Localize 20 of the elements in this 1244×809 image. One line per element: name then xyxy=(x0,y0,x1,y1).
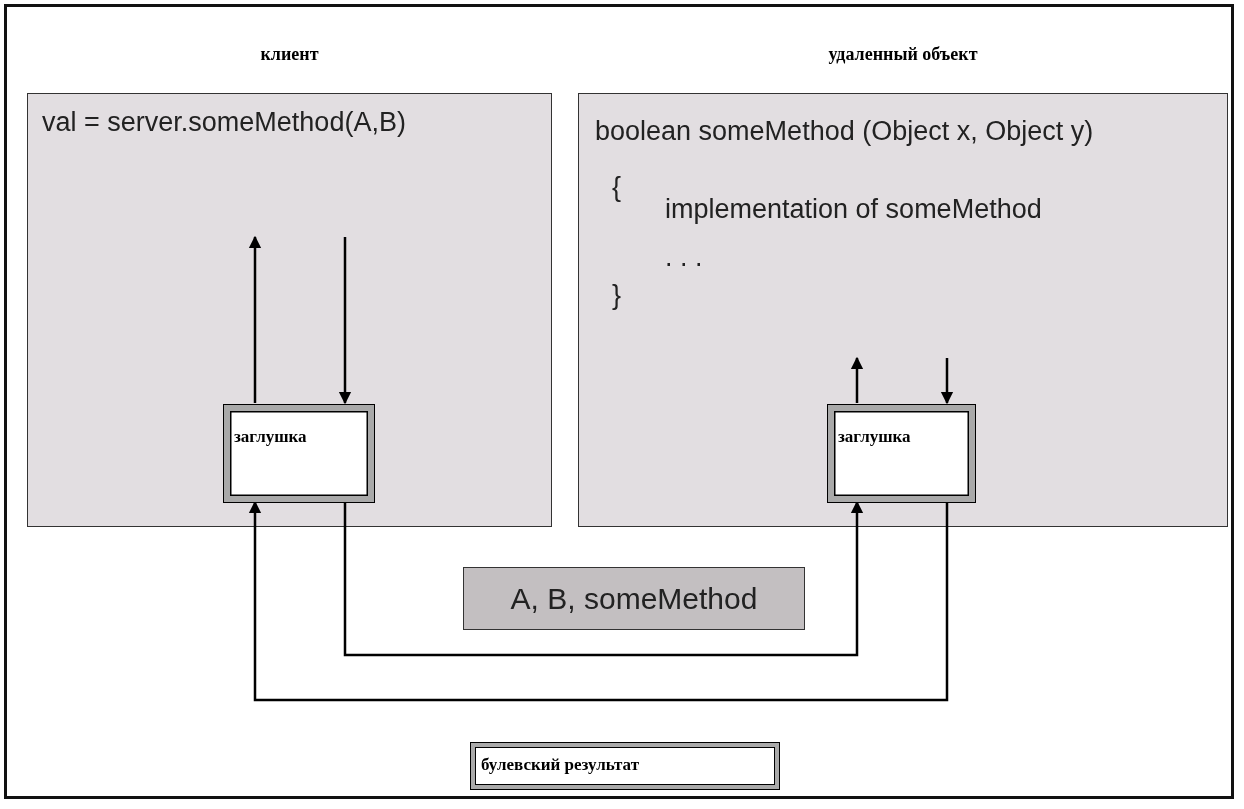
ellipsis: . . . xyxy=(665,242,703,273)
arrow xyxy=(248,235,262,403)
stub-label: булевский результат xyxy=(481,755,639,775)
code-line: boolean someMethod (Object x, Object y) xyxy=(595,116,1094,147)
stub-label: заглушка xyxy=(838,427,911,447)
panel-heading: удаленный объект xyxy=(827,44,979,65)
code-line: val = server.someMethod(A,B) xyxy=(42,107,406,138)
brace: } xyxy=(612,280,622,311)
result-box xyxy=(470,742,780,790)
panel-heading: клиент xyxy=(259,44,320,65)
stub-box xyxy=(223,404,375,503)
brace: { xyxy=(612,172,622,203)
arrow xyxy=(338,237,352,405)
stub-box xyxy=(827,404,976,503)
code-line: implementation of someMethod xyxy=(665,194,1042,225)
stub-label: заглушка xyxy=(234,427,307,447)
message-label: A, B, someMethod xyxy=(510,581,758,616)
arrow xyxy=(850,356,864,403)
arrow xyxy=(940,358,954,405)
message-box xyxy=(463,567,805,630)
